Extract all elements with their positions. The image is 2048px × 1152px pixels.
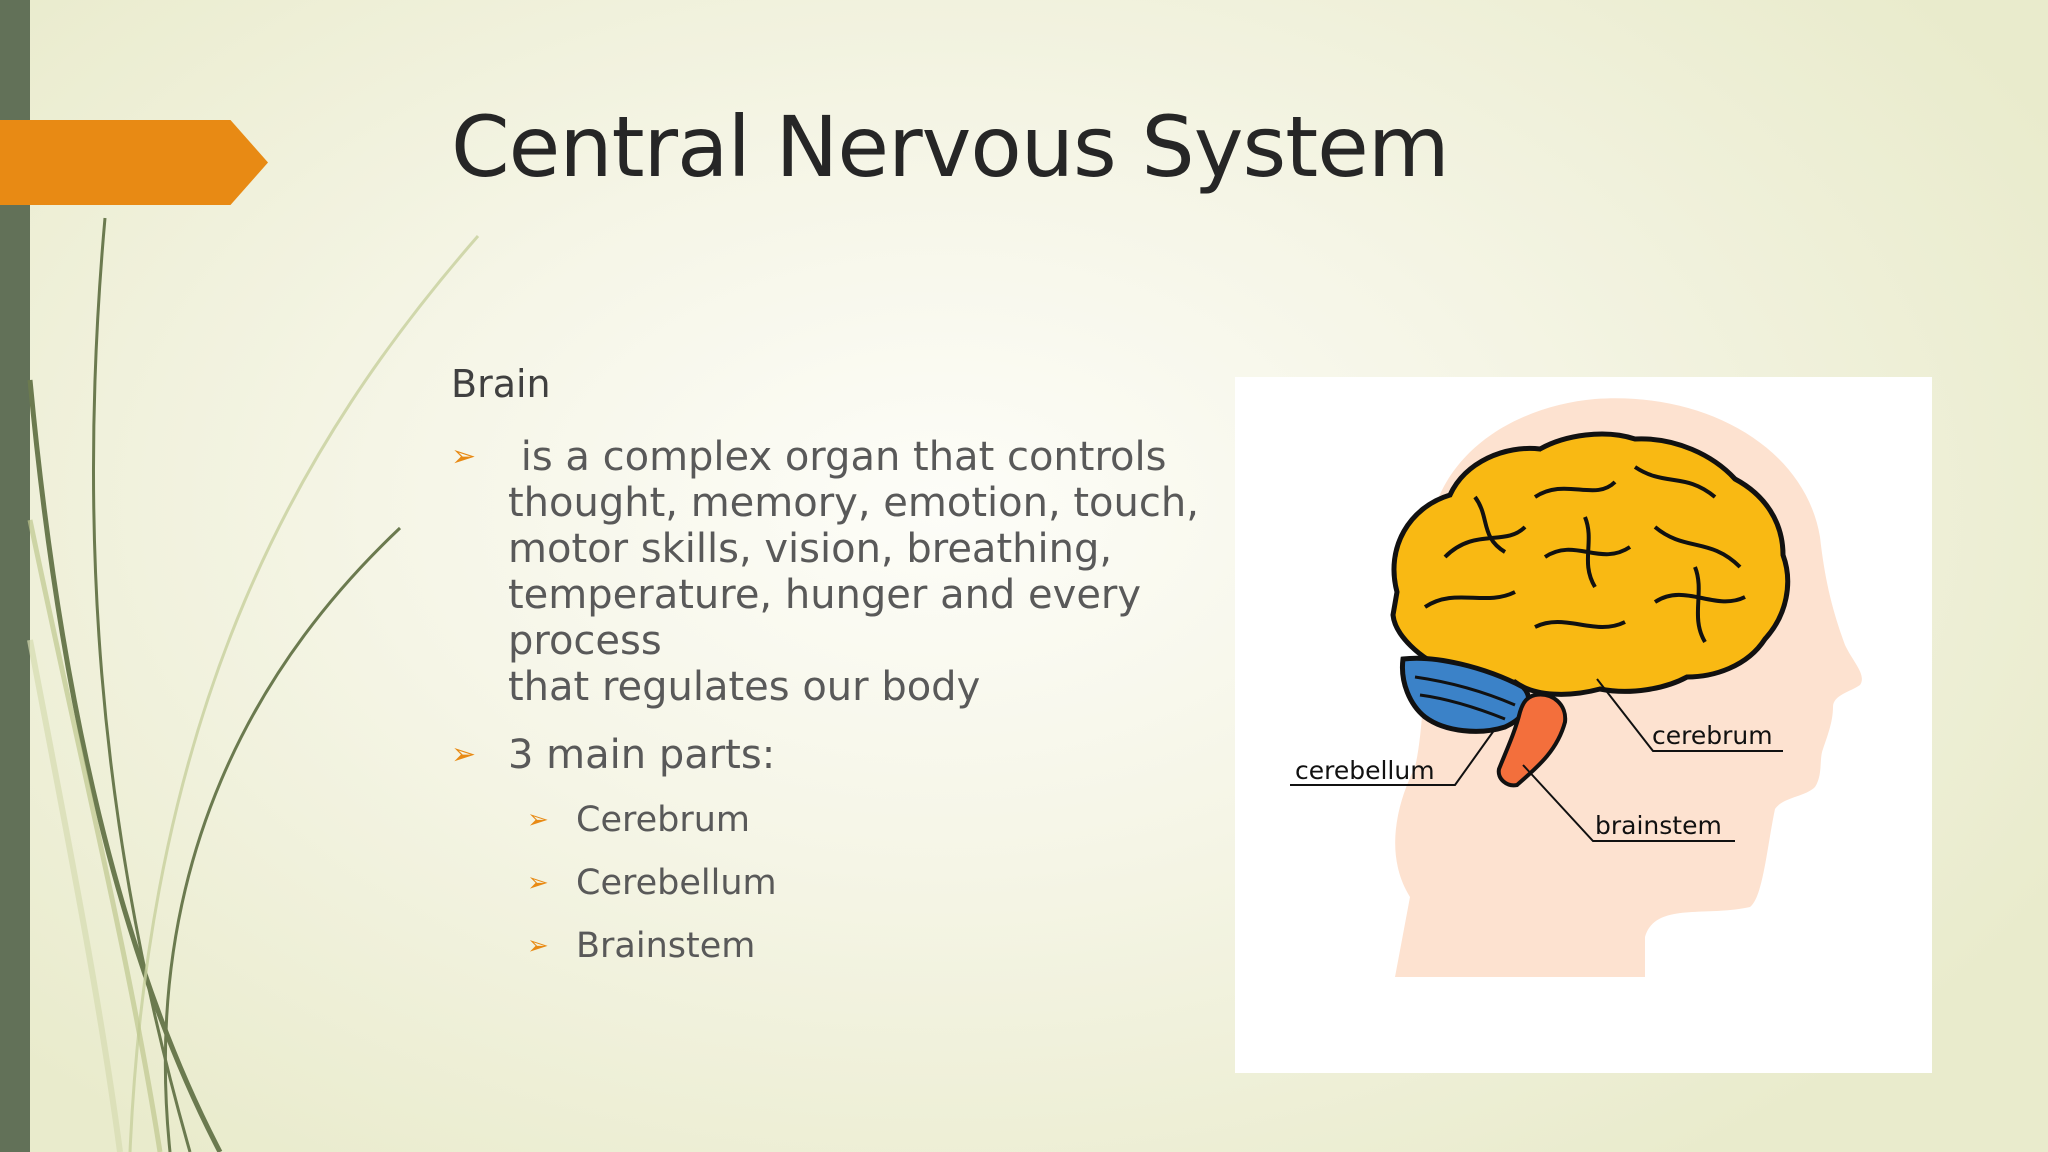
cerebellum-label: cerebellum — [1295, 756, 1435, 785]
decorative-grass — [27, 217, 480, 1152]
title-accent-arrow — [0, 120, 268, 205]
brain-diagram-image: cerebellum cerebrum brainstem — [1235, 377, 1932, 1073]
cerebrum-shape — [1390, 431, 1791, 697]
sub-bullet-text: Cerebrum — [576, 800, 751, 840]
slide-title: Central Nervous System — [451, 98, 1450, 196]
arrow-bullet-icon: ➢ — [527, 868, 549, 898]
cerebellum-leader-line — [1290, 728, 1496, 786]
sub-bullet-text: Cerebellum — [576, 863, 777, 903]
cerebrum-leader-line — [1596, 678, 1783, 752]
sub-bullet-item: ➢ Cerebellum — [451, 863, 1211, 903]
bullet-line: thought, memory, emotion, touch, — [508, 480, 1199, 526]
cerebrum-folds — [1423, 465, 1746, 644]
cerebellum-folds — [1414, 675, 1516, 721]
arrow-bullet-icon: ➢ — [527, 931, 549, 961]
bullet-text: 3 main parts: — [508, 732, 776, 778]
brainstem-leader-line — [1522, 764, 1735, 842]
brainstem-label: brainstem — [1595, 811, 1722, 840]
sub-bullet-list: ➢ Cerebrum ➢ Cerebellum ➢ Brainstem — [451, 800, 1211, 966]
bullet-item-main-parts: ➢ 3 main parts: — [451, 732, 1211, 778]
arrow-bullet-icon: ➢ — [451, 737, 477, 772]
arrow-bullet-icon: ➢ — [451, 439, 477, 474]
sub-bullet-item: ➢ Cerebrum — [451, 800, 1211, 840]
bullet-line: motor skills, vision, breathing, — [508, 526, 1113, 572]
bullet-item-description: ➢ is a complex organ that controls thoug… — [451, 434, 1211, 710]
sub-bullet-text: Brainstem — [576, 926, 756, 966]
sub-bullet-item: ➢ Brainstem — [451, 926, 1211, 966]
bullet-list: ➢ is a complex organ that controls thoug… — [451, 434, 1211, 989]
bullet-line: is a complex organ that controls — [508, 434, 1167, 480]
cerebellum-shape — [1399, 655, 1531, 734]
brainstem-shape — [1496, 692, 1568, 788]
bullet-line: that regulates our body — [508, 664, 981, 710]
bullet-line: temperature, hunger and every process — [508, 572, 1142, 664]
cerebrum-label: cerebrum — [1652, 721, 1773, 750]
slide-subheading: Brain — [451, 362, 551, 406]
arrow-bullet-icon: ➢ — [527, 805, 549, 835]
brain-diagram-svg: cerebellum cerebrum brainstem — [1290, 398, 1862, 977]
